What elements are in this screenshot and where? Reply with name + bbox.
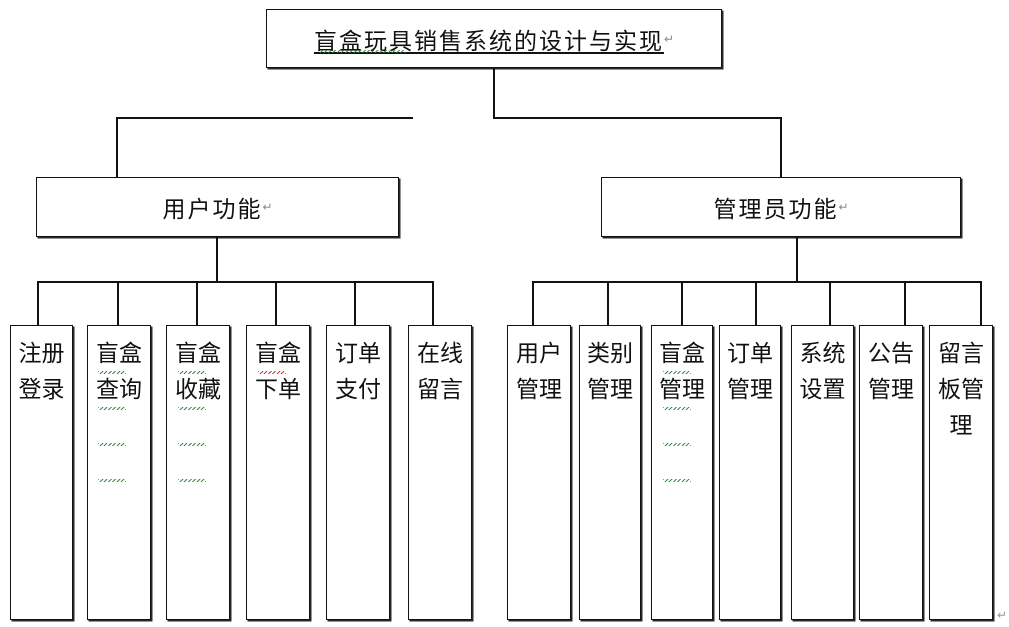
leaf-node[interactable]: 公告管理 [859, 325, 923, 620]
leaf-node-label: 盲盒下单 [255, 341, 301, 402]
connector-user-drop-5 [354, 281, 356, 326]
spellcheck-underline [663, 443, 691, 446]
spellcheck-underline [178, 371, 206, 374]
node-admin-functions[interactable]: 管理员功能 ↵ [601, 177, 961, 237]
connector-admin-drop-5 [829, 281, 831, 326]
leaf-node-label: 类别管理 [587, 341, 633, 402]
node-user-functions-label: 用户功能 [162, 197, 263, 222]
leaf-node-label: 在线留言 [417, 341, 463, 402]
spellcheck-underline [98, 479, 126, 482]
leaf-node-label: 盲盒查询 [96, 341, 142, 402]
connector-admin-drop-1 [532, 281, 534, 326]
leaf-node[interactable]: 盲盒下单 [246, 325, 310, 620]
connector-to-admin-functions [780, 117, 782, 177]
spellcheck-underline [98, 443, 126, 446]
spellcheck-underline [178, 479, 206, 482]
paragraph-mark-icon: ↵ [838, 200, 849, 214]
connector-user-bus [37, 281, 433, 283]
leaf-node-label: 留言板管理 [938, 341, 984, 438]
leaf-node-label: 公告管理 [868, 341, 914, 402]
spellcheck-underline [663, 371, 691, 374]
connector-user-drop-2 [117, 281, 119, 326]
connector-user-drop-1 [37, 281, 39, 326]
leaf-node-label: 用户管理 [516, 341, 562, 402]
leaf-node-label: 系统设置 [799, 341, 846, 402]
node-root[interactable]: 盲盒玩具销售系统的设计与实现 ↵ [266, 9, 722, 68]
spellcheck-underline [178, 443, 206, 446]
spellcheck-underline [98, 371, 126, 374]
leaf-node[interactable]: 类别管理 [579, 325, 641, 620]
leaf-node[interactable]: 注册登录 [10, 325, 73, 620]
connector-user-drop-3 [196, 281, 198, 326]
leaf-node-label: 盲盒管理 [659, 341, 705, 402]
leaf-node[interactable]: 盲盒管理 [651, 325, 713, 620]
leaf-node-label: 盲盒收藏 [175, 341, 221, 402]
connector-admin-drop-6 [904, 281, 906, 326]
node-root-label: 盲盒玩具销售系统的设计与实现 [313, 28, 664, 54]
paragraph-mark-icon: ↵ [663, 31, 675, 46]
connector-level2-bus-right [493, 117, 781, 119]
leaf-node[interactable]: 在线留言 [408, 325, 472, 620]
leaf-node[interactable]: 盲盒收藏 [166, 325, 230, 620]
paragraph-mark-icon: ↵ [997, 608, 1008, 622]
node-user-functions[interactable]: 用户功能 ↵ [36, 177, 399, 237]
connector-user-drop-4 [275, 281, 277, 326]
leaf-node[interactable]: 盲盒查询 [87, 325, 151, 620]
node-admin-functions-label: 管理员功能 [713, 197, 839, 222]
leaf-node-label: 订单管理 [727, 341, 773, 402]
connector-admin-drop-4 [755, 281, 757, 326]
spellcheck-underline [663, 479, 691, 482]
leaf-node[interactable]: 订单支付 [326, 325, 390, 620]
connector-admin-drop-2 [607, 281, 609, 326]
connector-root-stem [493, 68, 495, 118]
leaf-node[interactable]: 系统设置 [791, 325, 854, 620]
leaf-node[interactable]: 留言板管理 [929, 325, 993, 620]
connector-user-drop-6 [432, 281, 434, 326]
connector-to-user-functions [116, 117, 118, 177]
grammar-underline [258, 371, 286, 374]
spellcheck-underline [98, 407, 126, 410]
leaf-node[interactable]: 订单管理 [719, 325, 781, 620]
spellcheck-underline [663, 407, 691, 410]
connector-level2-bus [116, 117, 413, 119]
connector-admin-drop-3 [681, 281, 683, 326]
paragraph-mark-icon: ↵ [262, 200, 273, 214]
spellcheck-underline-root [318, 50, 406, 53]
connector-admin-stem [796, 237, 798, 282]
leaf-node[interactable]: 用户管理 [507, 325, 571, 620]
spellcheck-underline [178, 407, 206, 410]
connector-admin-drop-7 [980, 281, 982, 326]
leaf-node-label: 注册登录 [18, 341, 65, 402]
leaf-node-label: 订单支付 [335, 341, 381, 402]
connector-user-stem [216, 237, 218, 282]
